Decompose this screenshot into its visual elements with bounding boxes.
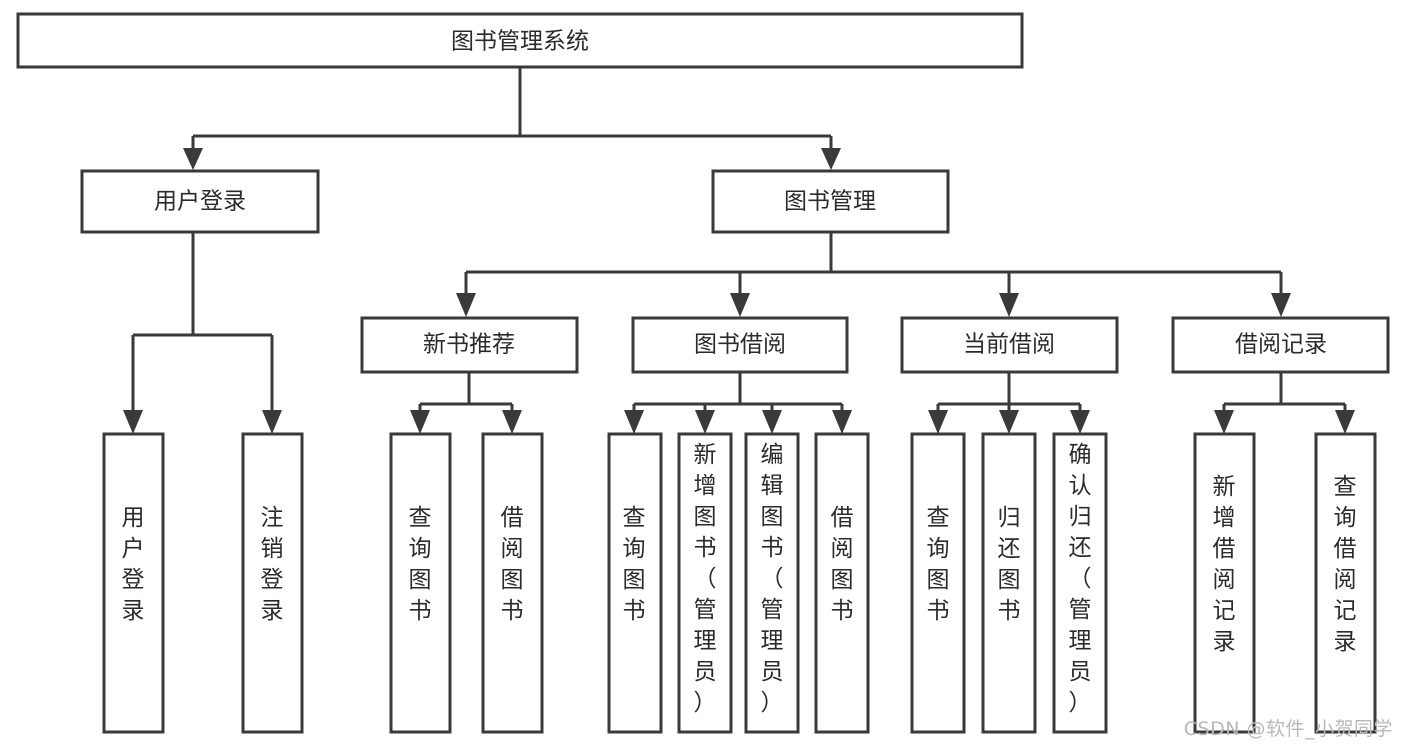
leaf-node-query-book-current-label: 查询图书 [927,505,950,624]
arrow-to-borrow-record [1271,293,1291,317]
node-borrow-record-box [1171,316,1390,374]
leaf-node-add-book-label: 新增图书（管理员） [694,442,717,716]
node-root[interactable]: 图书管理系统 [16,12,1024,69]
leaf-node-confirm-return-label: 确认归还（管理员） [1069,442,1092,716]
leaf-node-query-record-label: 查询借阅记录 [1334,474,1357,655]
node-book-borrow-box [631,316,849,374]
arrow-leaf-confirm-return [1070,410,1090,434]
leaf-node-edit-book[interactable]: 编辑图书（管理员） [744,432,800,734]
leaf-node-edit-book-label: 编辑图书（管理员） [761,442,784,716]
leaf-node-edit-book-box [744,432,800,734]
arrow-to-book-borrow [730,293,750,317]
leaf-node-add-book-box [677,432,733,734]
leaf-node-query-record-box [1314,432,1377,734]
leaf-node-query-book-borrow-box [607,432,663,734]
node-new-book-recommend-label: 新书推荐 [423,332,515,358]
arrow-to-user-login [183,148,203,170]
node-book-borrow-label: 图书借阅 [694,332,786,358]
arrow-to-book-mgmt [821,148,841,170]
leaf-node-user-login-label: 用户登录 [122,505,145,624]
connector-group-current-borrow-children [928,373,1090,434]
connector-group-user-login-children [123,232,282,434]
leaf-node-logout[interactable]: 注销登录 [241,432,304,734]
arrow-leaf-logout [262,410,282,434]
connector-group-book-borrow-children [624,373,852,434]
connector-group-book-mgmt-children [456,232,1291,317]
arrow-leaf-borrow-book-1 [502,410,522,434]
leaf-node-query-book-recommend[interactable]: 查询图书 [389,432,452,734]
arrow-leaf-borrow-book-2 [832,410,852,434]
node-root-label: 图书管理系统 [451,29,589,55]
arrow-leaf-return-book [999,410,1019,434]
leaf-node-borrow-book-recommend-label: 借阅图书 [501,505,524,624]
leaf-node-return-book-box [981,432,1037,734]
leaf-node-add-record-box [1193,432,1256,734]
leaf-node-confirm-return-box [1052,432,1108,734]
arrow-leaf-add-book [695,410,715,434]
leaf-node-query-book-current-box [910,432,966,734]
leaf-node-borrow-book-box [814,432,870,734]
arrow-to-current-borrow [999,293,1019,317]
leaf-node-borrow-book[interactable]: 借阅图书 [814,432,870,734]
node-new-book-recommend-box [360,316,579,374]
arrow-leaf-edit-book [762,410,782,434]
arrow-leaf-query-book-2 [624,410,644,434]
leaf-node-query-book-borrow-label: 查询图书 [623,505,646,624]
node-current-borrow-label: 当前借阅 [963,332,1055,358]
leaf-node-user-login[interactable]: 用户登录 [102,432,165,734]
arrow-leaf-query-book-3 [928,410,948,434]
leaf-node-borrow-book-recommend[interactable]: 借阅图书 [481,432,544,734]
node-user-login[interactable]: 用户登录 [80,169,320,234]
leaf-node-return-book-label: 归还图书 [998,505,1021,624]
arrow-leaf-query-book-1 [410,410,430,434]
node-current-borrow-box [900,316,1119,374]
node-book-management[interactable]: 图书管理 [711,169,950,234]
leaf-node-add-book[interactable]: 新增图书（管理员） [677,432,733,734]
node-book-borrow[interactable]: 图书借阅 [631,316,849,374]
leaf-node-borrow-book-recommend-box [481,432,544,734]
node-current-borrow[interactable]: 当前借阅 [900,316,1119,374]
leaf-node-user-login-box [102,432,165,734]
leaf-node-logout-box [241,432,304,734]
node-root-box [16,12,1024,69]
connector-group-borrow-record-children [1214,373,1355,434]
leaf-node-add-record-label: 新增借阅记录 [1213,474,1236,655]
arrow-to-new-book [456,293,476,317]
leaf-node-query-book-recommend-label: 查询图书 [409,505,432,624]
leaf-node-query-book-borrow[interactable]: 查询图书 [607,432,663,734]
arrow-leaf-add-record [1214,410,1234,434]
leaf-node-query-book-current[interactable]: 查询图书 [910,432,966,734]
leaf-node-logout-label: 注销登录 [261,505,284,624]
node-book-management-label: 图书管理 [784,189,876,215]
leaf-node-add-record[interactable]: 新增借阅记录 [1193,432,1256,734]
arrow-leaf-query-record [1335,410,1355,434]
leaf-node-query-record[interactable]: 查询借阅记录 [1314,432,1377,734]
node-borrow-record-label: 借阅记录 [1235,332,1327,358]
leaf-node-return-book[interactable]: 归还图书 [981,432,1037,734]
leaf-node-confirm-return[interactable]: 确认归还（管理员） [1052,432,1108,734]
connector-group-new-book-children [410,373,522,434]
connector-group-root-to-level2 [183,67,841,170]
leaf-node-query-book-recommend-box [389,432,452,734]
node-borrow-record[interactable]: 借阅记录 [1171,316,1390,374]
node-new-book-recommend[interactable]: 新书推荐 [360,316,579,374]
node-book-management-box [711,169,950,234]
node-user-login-box [80,169,320,234]
arrow-leaf-user-login [123,410,143,434]
node-user-login-label: 用户登录 [154,189,246,215]
leaf-node-borrow-book-label: 借阅图书 [831,505,854,624]
